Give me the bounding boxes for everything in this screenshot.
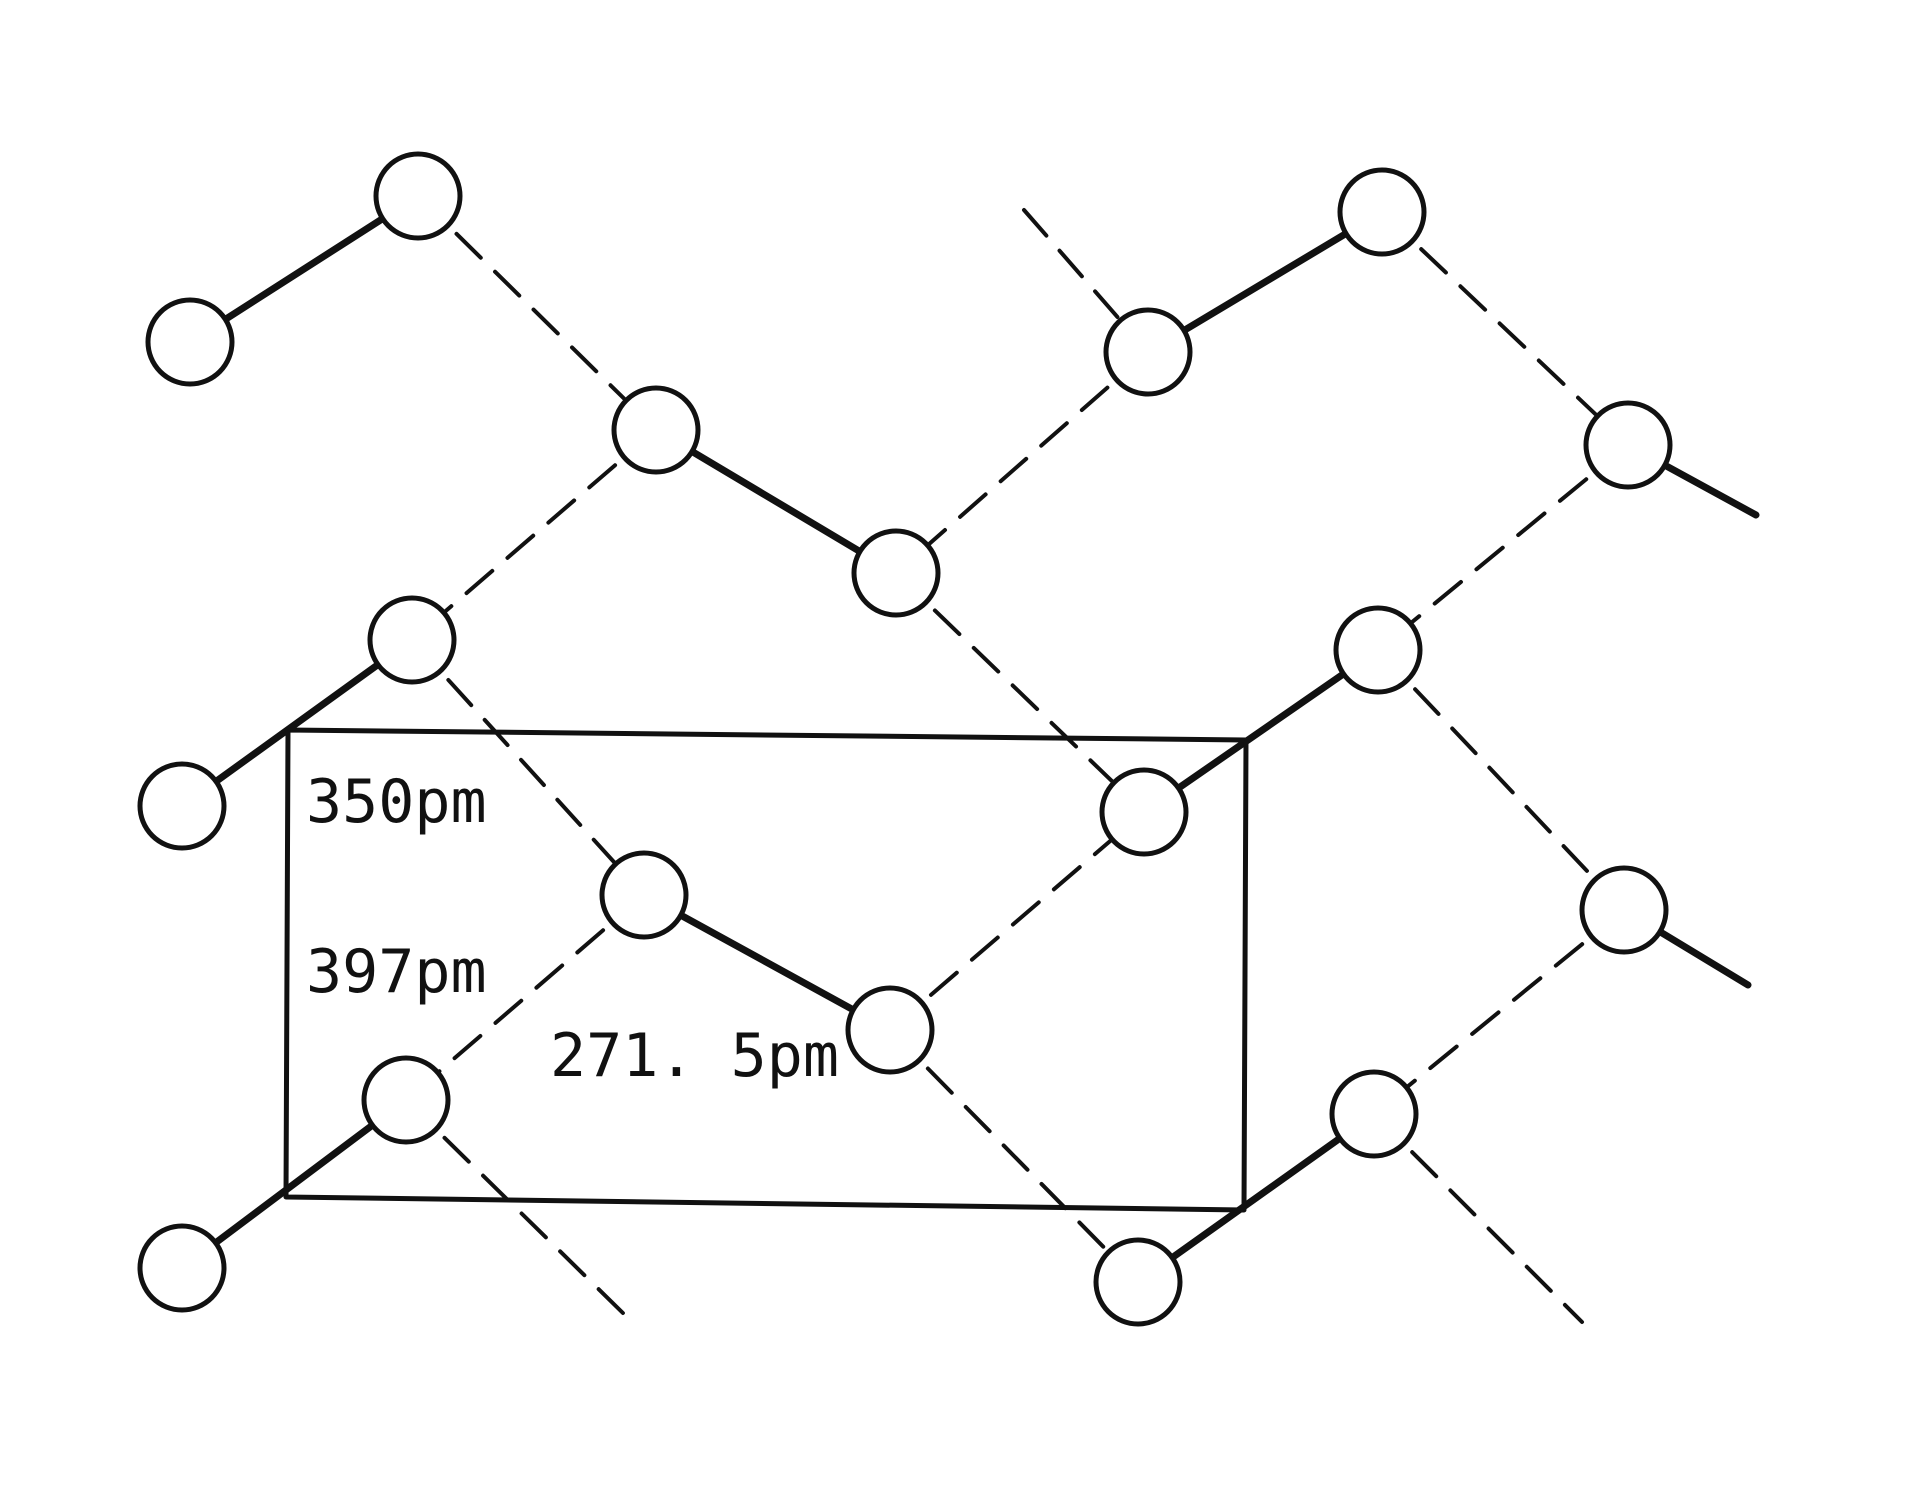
- solid-bond: [178, 636, 416, 810]
- unit-cell-rectangle: [283, 727, 1249, 1213]
- atom: [1103, 307, 1193, 397]
- dashed-bond: [1372, 1112, 1584, 1324]
- dashed-bond: [888, 810, 1146, 1032]
- dashed-bonds: [404, 194, 1630, 1324]
- solid-bond: [652, 426, 900, 577]
- atoms: [137, 151, 1673, 1327]
- atom: [1099, 767, 1189, 857]
- dashed-bond: [1372, 908, 1626, 1116]
- dashed-bond: [1380, 210, 1630, 447]
- dashed-bond: [888, 1028, 1140, 1284]
- solid-bond: [640, 891, 894, 1034]
- atom: [1337, 167, 1427, 257]
- atom: [851, 528, 941, 618]
- atom: [361, 1055, 451, 1145]
- atom: [373, 151, 463, 241]
- atom: [1333, 605, 1423, 695]
- atom: [845, 985, 935, 1075]
- dashed-bond: [410, 638, 646, 897]
- atom: [1329, 1069, 1419, 1159]
- dashed-bond: [410, 428, 658, 642]
- atom: [1579, 865, 1669, 955]
- label-271-5pm: 271. 5pm: [550, 1021, 839, 1091]
- solid-bond: [186, 192, 422, 346]
- atom: [599, 850, 689, 940]
- atom: [367, 595, 457, 685]
- dashed-bond: [416, 194, 658, 432]
- label-397pm: 397pm: [306, 937, 487, 1007]
- dashed-bond: [1376, 648, 1626, 912]
- atom: [1093, 1237, 1183, 1327]
- atom: [137, 1223, 227, 1313]
- atom: [1583, 400, 1673, 490]
- dashed-bond: [404, 1098, 630, 1320]
- dashed-bond: [1022, 208, 1150, 354]
- solid-bond: [1140, 646, 1382, 816]
- label-350pm: 350pm: [306, 767, 487, 837]
- dashed-bond: [1376, 443, 1630, 652]
- atom: [137, 761, 227, 851]
- dashed-bond: [894, 571, 1146, 814]
- dashed-bond: [894, 350, 1150, 575]
- solid-bond: [1134, 1110, 1378, 1286]
- dashed-bond: [404, 893, 646, 1102]
- atom: [611, 385, 701, 475]
- atom: [145, 297, 235, 387]
- solid-bond: [1144, 208, 1386, 356]
- dimension-labels: 350pm 397pm 271. 5pm: [306, 767, 839, 1091]
- unit-cell-outline: [283, 727, 1249, 1213]
- solid-bond: [178, 1096, 410, 1272]
